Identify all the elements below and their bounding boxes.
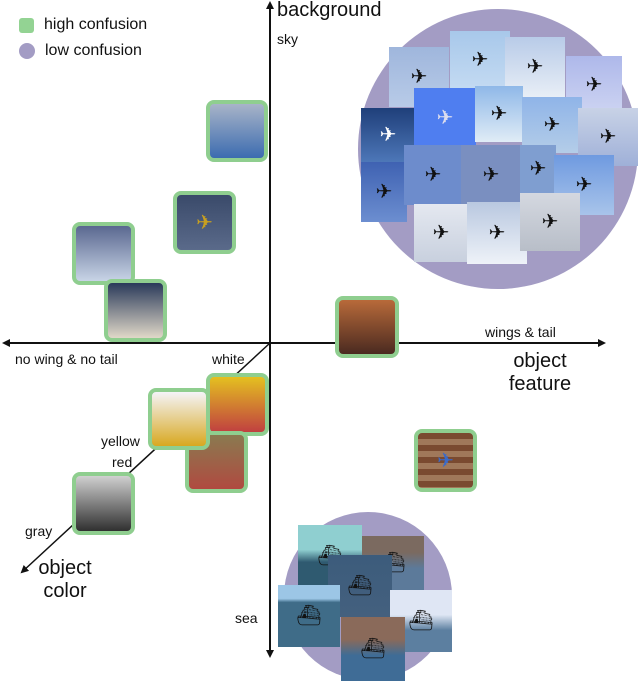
- green-square-icon: [19, 17, 34, 33]
- airplane-icon: ✈: [436, 107, 454, 129]
- sea-label: sea: [235, 610, 258, 626]
- sky-tile: ✈: [414, 88, 476, 148]
- sky-tile: ✈: [361, 162, 407, 222]
- airplane-icon: ✈: [375, 181, 393, 203]
- thumb-gray-old-plane: [72, 472, 135, 535]
- sky-tile: ✈: [520, 193, 580, 251]
- gray-label: gray: [25, 523, 53, 539]
- thumb-yellow-toy-plane-white: [148, 388, 210, 450]
- airplane-icon: ✈: [490, 103, 508, 125]
- airplane-icon: ✈: [529, 158, 547, 180]
- sky-tile: ✈: [467, 202, 527, 264]
- diagonal-axis-title: object color: [38, 557, 92, 602]
- sky-label: sky: [277, 31, 298, 47]
- sky-tile: ✈: [414, 204, 468, 262]
- airplane-icon: ✈: [437, 449, 454, 472]
- thumb-white-airliner-nose: [104, 279, 167, 342]
- yellow-label: yellow: [101, 433, 140, 449]
- no-wing-label: no wing & no tail: [15, 351, 118, 367]
- boat-icon: ⛴: [360, 638, 386, 660]
- vertical-axis-title: background: [277, 0, 382, 21]
- red-label: red: [112, 454, 133, 470]
- horizontal-axis-title: object feature: [508, 350, 572, 395]
- airplane-icon: ✈: [543, 114, 561, 136]
- sky-tile: ✈: [461, 145, 521, 205]
- airplane-icon: ✈: [575, 174, 593, 196]
- thumb-jumbo-jet-nose: [72, 222, 135, 285]
- sky-tile: ✈: [450, 31, 510, 89]
- legend-label: high confusion: [44, 16, 148, 33]
- white-label: white: [212, 351, 245, 367]
- airplane-icon: ✈: [585, 74, 603, 96]
- sky-tile: ✈: [522, 97, 582, 153]
- thumb-blue-plane-over-field: ✈: [414, 429, 477, 492]
- thumb-yellow-red-model-plane: [206, 373, 269, 436]
- airplane-icon: ✈: [424, 164, 442, 186]
- sky-tile: ✈: [404, 145, 462, 205]
- airplane-icon: ✈: [471, 49, 489, 71]
- thumb-orange-airliner-front: [335, 296, 399, 358]
- boat-icon: ⛴: [296, 605, 322, 627]
- sky-tile: ✈: [520, 145, 556, 193]
- boat-icon: ⛴: [408, 610, 434, 632]
- airplane-icon: ✈: [432, 222, 450, 244]
- airplane-icon: ✈: [410, 66, 428, 88]
- thumb-propeller-close-up: [206, 100, 268, 162]
- airplane-icon: ✈: [526, 56, 544, 78]
- boat-icon: ⛴: [347, 575, 373, 597]
- legend-item-low-confusion: low confusion: [19, 42, 142, 60]
- airplane-icon: ✈: [379, 124, 397, 146]
- sea-tile: ⛴: [341, 617, 405, 681]
- airplane-icon: ✈: [196, 211, 213, 234]
- airplane-icon: ✈: [488, 222, 506, 244]
- sky-tile: ✈: [475, 86, 523, 142]
- thumb-yellow-biplane: ✈: [173, 191, 236, 254]
- legend-label: low confusion: [45, 42, 142, 59]
- sea-tile: ⛴: [278, 585, 340, 647]
- airplane-icon: ✈: [599, 126, 617, 148]
- sky-tile: ✈: [566, 56, 622, 114]
- wings-tail-label: wings & tail: [485, 324, 556, 340]
- airplane-icon: ✈: [482, 164, 500, 186]
- purple-circle-icon: [19, 43, 35, 59]
- airplane-icon: ✈: [541, 211, 559, 233]
- legend-item-high-confusion: high confusion: [19, 16, 147, 34]
